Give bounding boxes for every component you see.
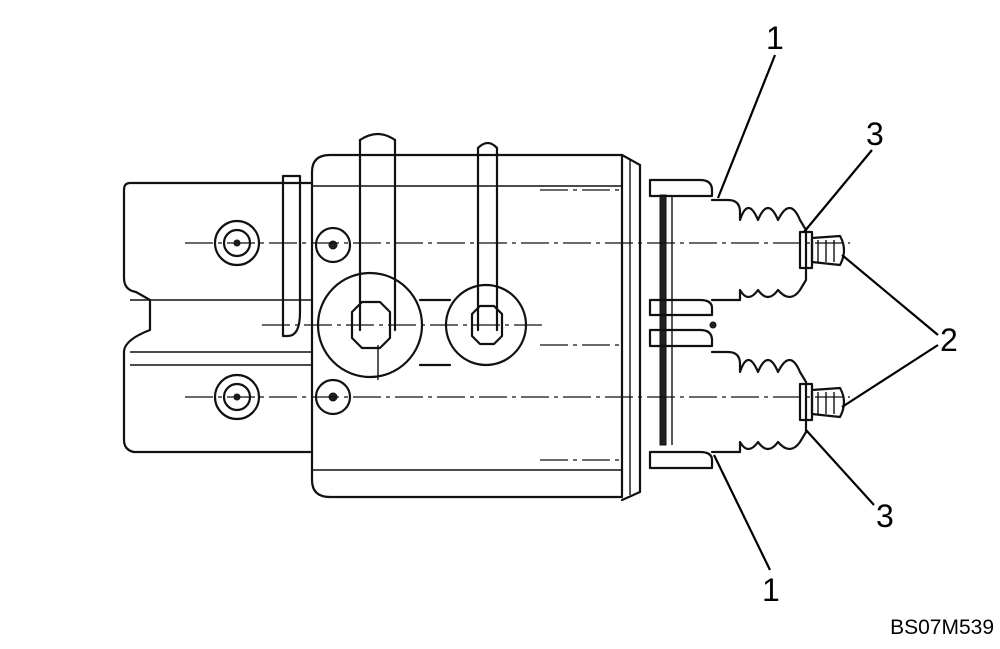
callout-3-upper: 3 bbox=[866, 116, 884, 152]
callout-3-lower: 3 bbox=[876, 498, 894, 534]
callout-1-lower: 1 bbox=[762, 572, 780, 608]
figure-id-label: BS07M539 bbox=[890, 616, 994, 639]
callout-1-upper: 1 bbox=[766, 20, 784, 56]
solenoid-body bbox=[310, 132, 624, 499]
center-lines bbox=[185, 189, 850, 461]
lower-boot bbox=[648, 321, 846, 470]
flange-plate bbox=[620, 153, 673, 502]
upper-boot bbox=[648, 178, 846, 317]
mounting-bracket bbox=[122, 174, 314, 454]
callout-2: 2 bbox=[940, 322, 958, 358]
leader-lines bbox=[713, 54, 939, 571]
